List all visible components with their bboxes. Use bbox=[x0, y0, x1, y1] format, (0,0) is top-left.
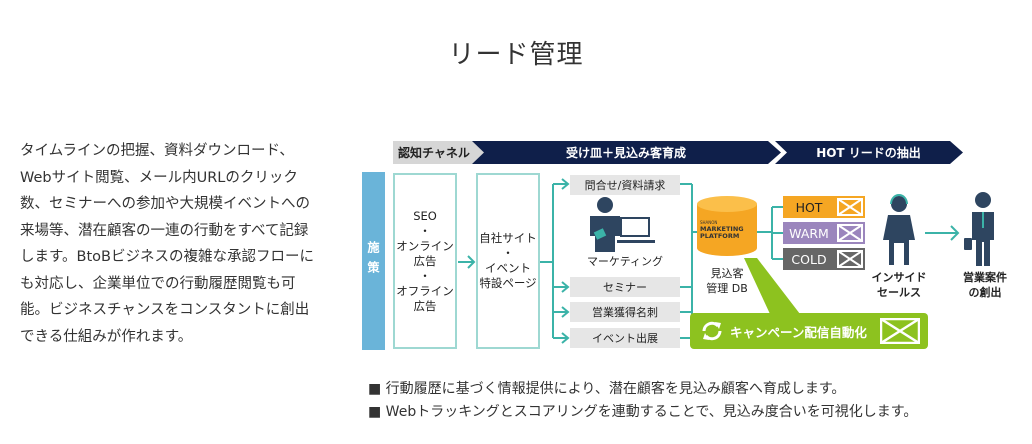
bullet-point: ■ Webトラッキングとスコアリングを連動することで、見込み度合いを可視化します… bbox=[368, 404, 918, 420]
page-title: リード管理 bbox=[448, 40, 584, 70]
mail-icon bbox=[837, 224, 863, 242]
bullet-point: ■ 行動履歴に基づく情報提供により、潜在顧客を見込み顧客へ育成します。 bbox=[368, 381, 846, 397]
db-label-line: 見込客 bbox=[710, 267, 744, 280]
desc-line: 数、セミナーへの参加や大規模イベントへの bbox=[20, 196, 310, 212]
channel-text: ・ bbox=[419, 268, 431, 283]
label-line: インサイド bbox=[871, 271, 927, 284]
channel-text: オンライン bbox=[396, 238, 454, 253]
callout-pointer bbox=[744, 258, 800, 314]
label-line: 営業案件 bbox=[963, 271, 1007, 284]
phase-awareness: 認知チャネル bbox=[398, 146, 470, 160]
desc-line: 来場等、潜在顧客の一連の行動をすべて記録 bbox=[20, 222, 309, 239]
desc-line: します。BtoBビジネスの複雑な承認フローに bbox=[20, 249, 314, 265]
phase-chevron-awareness bbox=[393, 141, 487, 164]
db-brand-logo: SHANON MARKETING PLATFORM bbox=[700, 219, 756, 240]
campaign-text: キャンペーン配信自動化 bbox=[730, 324, 867, 340]
channel-text: SEO bbox=[413, 208, 437, 223]
deal-creation-label: 営業案件 の創出 bbox=[952, 270, 1018, 300]
site-text: 特設ページ bbox=[479, 276, 537, 290]
inside-sales-icon bbox=[883, 194, 915, 265]
level-text: HOT bbox=[795, 199, 823, 215]
level-text: COLD bbox=[791, 251, 827, 267]
brand-text: PLATFORM bbox=[700, 232, 740, 240]
db-label-line: 管理 DB bbox=[706, 282, 748, 295]
inside-sales-label: インサイド セールス bbox=[866, 270, 932, 300]
source-inquiry: 問合せ/資料請求 bbox=[570, 175, 680, 195]
phase-chevron-nurture bbox=[472, 141, 781, 164]
mail-icon bbox=[837, 198, 863, 216]
side-label-measures: 施策 bbox=[362, 172, 385, 350]
phase-hot: HOT リードの抽出 bbox=[816, 146, 921, 160]
channels-box: SEO ・ オンライン 広告 ・ オフライン 広告 bbox=[393, 173, 457, 349]
level-text: WARM bbox=[789, 225, 829, 241]
desc-line: タイムラインの把握、資料ダウンロード、 bbox=[20, 143, 294, 159]
channel-text: ・ bbox=[419, 223, 431, 238]
source-business-cards: 営業獲得名刺 bbox=[570, 302, 680, 322]
source-event: イベント出展 bbox=[570, 328, 680, 348]
desc-line: も対応し、企業単位での行動履歴閲覧も可 bbox=[20, 275, 296, 292]
phase-chevron-hot bbox=[775, 141, 963, 164]
db-label: 見込客 管理 DB bbox=[697, 266, 757, 296]
level-hot: HOT bbox=[783, 196, 865, 218]
phase-nurture: 受け皿＋見込み客育成 bbox=[565, 146, 686, 160]
site-text: 自社サイト bbox=[479, 231, 537, 245]
marketing-label: マーケティング bbox=[586, 255, 664, 268]
brand-text: MARKETING bbox=[700, 225, 744, 233]
database-icon bbox=[697, 196, 757, 256]
label-line: セールス bbox=[877, 286, 921, 299]
channel-text: 広告 bbox=[413, 253, 437, 268]
mail-icon bbox=[880, 318, 920, 344]
site-text: ・ bbox=[502, 246, 514, 260]
channel-text: オフライン bbox=[396, 283, 454, 298]
brand-text: SHANON bbox=[700, 220, 718, 225]
desc-line: 能。ビジネスチャンスをコンスタントに創出 bbox=[20, 302, 310, 318]
connector-lines bbox=[458, 178, 960, 344]
label-line: の創出 bbox=[968, 286, 1002, 299]
businessman-icon bbox=[964, 192, 994, 266]
marketing-person-icon bbox=[590, 197, 655, 252]
level-warm: WARM bbox=[783, 222, 865, 244]
mail-icon bbox=[837, 250, 863, 268]
channel-text: 広告 bbox=[413, 298, 437, 313]
description: タイムラインの把握、資料ダウンロード、 Webサイト閲覧、メール内URLのクリッ… bbox=[20, 138, 314, 350]
campaign-automation-callout: キャンペーン配信自動化 bbox=[690, 313, 928, 349]
desc-line: できる仕組みが作れます。 bbox=[20, 328, 193, 345]
source-seminar: セミナー bbox=[570, 277, 680, 297]
site-box: 自社サイト ・ イベント 特設ページ bbox=[476, 173, 540, 349]
site-text: イベント bbox=[485, 261, 531, 275]
level-cold: COLD bbox=[783, 248, 865, 270]
desc-line: Webサイト閲覧、メール内URLのクリック bbox=[20, 169, 298, 186]
refresh-icon bbox=[702, 321, 722, 341]
